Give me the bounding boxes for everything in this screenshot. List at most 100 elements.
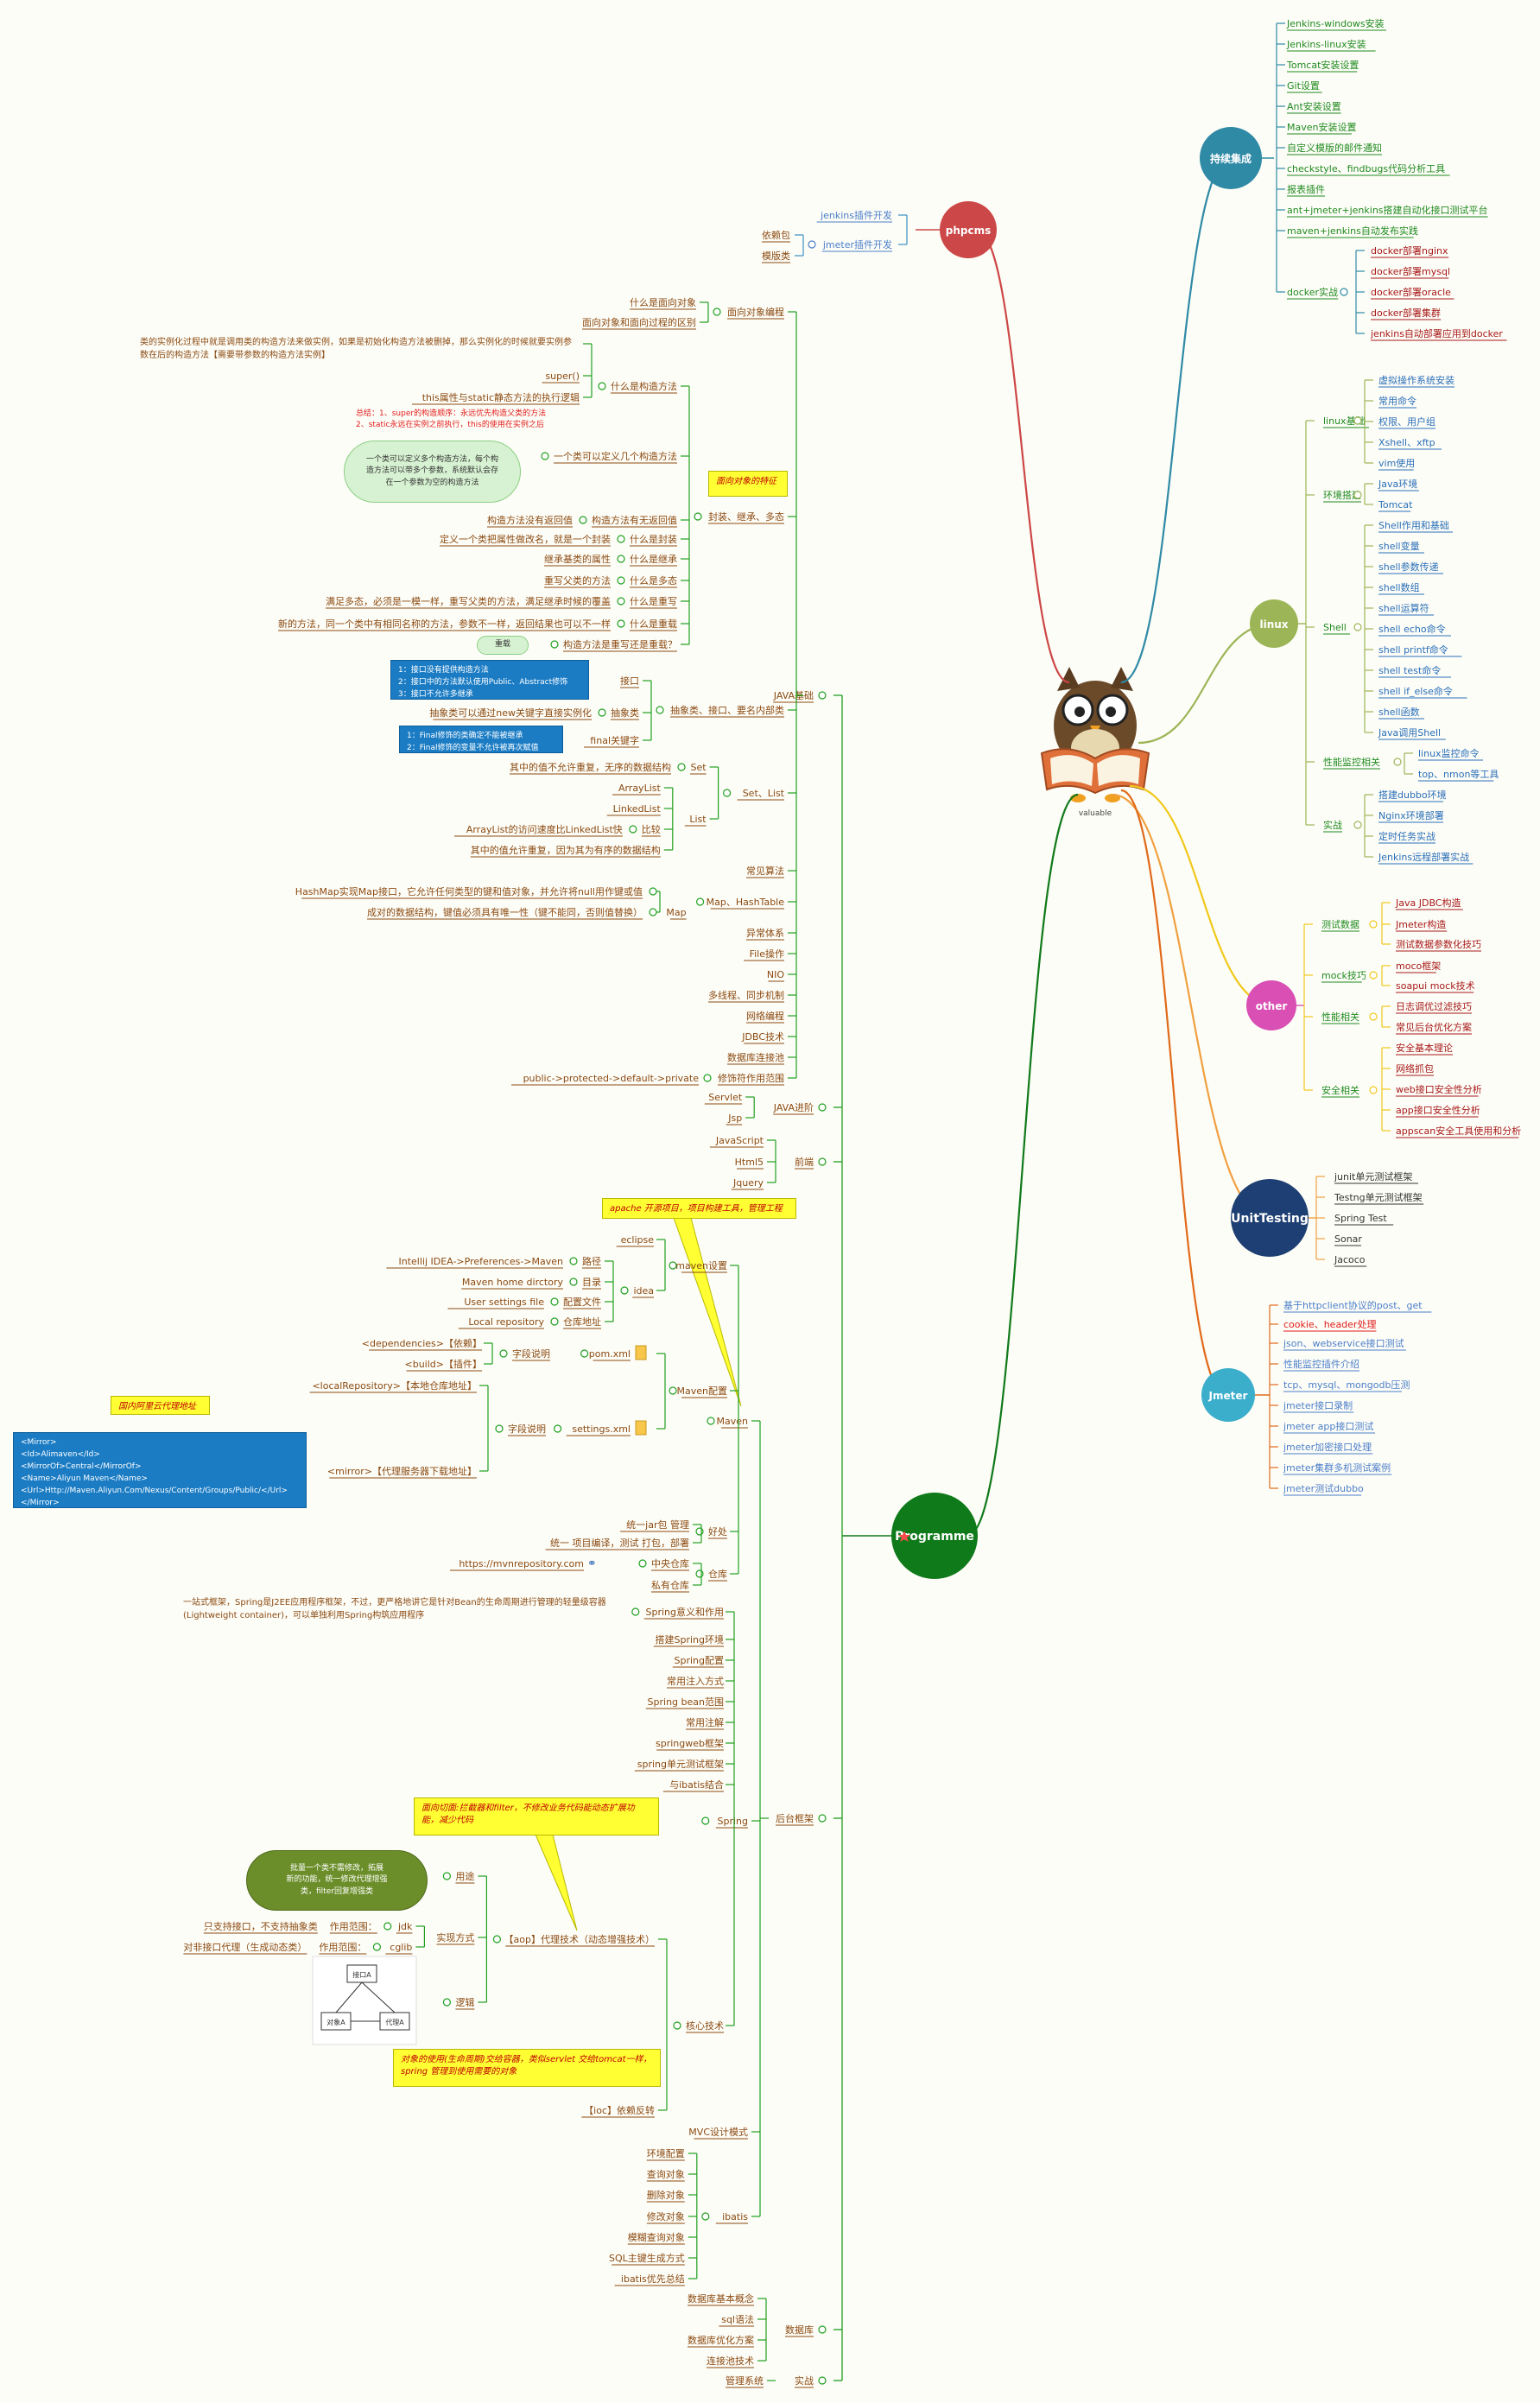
java-item: 常见算法 [746,865,784,877]
hub-ci-label: 持续集成 [1210,152,1252,165]
hub-other[interactable] [1246,980,1296,1030]
collapse-toggle[interactable] [695,897,705,906]
collapse-toggle[interactable] [442,1872,452,1880]
hub-jmeter[interactable] [1201,1368,1255,1422]
linux-item: shell if_else命令 [1378,685,1453,697]
collapse-toggle[interactable] [1393,758,1402,766]
collapse-toggle[interactable] [713,308,721,316]
collapse-toggle[interactable] [1369,1086,1378,1094]
collapse-toggle[interactable] [808,240,816,249]
collapse-toggle[interactable] [617,619,625,628]
collapse-toggle[interactable] [383,1922,392,1931]
maven-repo-item: 中央仓库 [651,1557,689,1569]
collapse-toggle[interactable] [1369,1012,1378,1021]
collapse-toggle[interactable] [1369,920,1378,929]
collapse-toggle[interactable] [818,1814,827,1823]
collapse-toggle[interactable] [707,1417,715,1425]
collapse-toggle[interactable] [550,1317,559,1326]
collapse-toggle[interactable] [372,1943,381,1951]
aop-logic: 逻辑 [455,1996,474,2008]
collapse-toggle[interactable] [598,382,606,390]
collapse-toggle[interactable] [1369,971,1378,980]
callout-aliyun-text: 国内阿里云代理地址 [118,1402,196,1411]
collapse-toggle[interactable] [818,1103,827,1112]
java-item: 网络编程 [746,1010,784,1022]
cloud-overload-answer-text: 重载 [494,640,510,650]
java-item: 面向对象编程 [727,306,784,318]
collapse-toggle[interactable] [620,1286,629,1295]
collapse-toggle[interactable] [695,1527,704,1536]
programme-branch: 后台框架 [776,1812,814,1824]
collapse-toggle[interactable] [569,1257,578,1265]
collapse-toggle[interactable] [694,512,702,521]
collapse-toggle[interactable] [569,1278,578,1286]
collapse-toggle[interactable] [649,908,657,916]
collapse-toggle[interactable] [669,1261,677,1270]
enc-pair-label: 什么是继承 [630,554,677,565]
other-item: Jmeter构造 [1395,918,1446,930]
idea-row-desc: Local repository [468,1316,544,1328]
collapse-toggle[interactable] [818,2376,827,2385]
linux-item: Shell作用和基础 [1378,520,1449,531]
backend-item: MVC设计模式 [688,2127,748,2138]
collapse-toggle[interactable] [617,597,625,606]
other-item: 网络抓包 [1396,1062,1434,1075]
collapse-toggle[interactable] [442,1998,452,2007]
collapse-toggle[interactable] [580,1349,589,1358]
collapse-toggle[interactable] [492,1935,502,1943]
impl-type: jdk [397,1921,413,1932]
collapse-toggle[interactable] [703,1074,712,1082]
collapse-toggle[interactable] [1353,491,1362,499]
collapse-toggle[interactable] [695,1569,704,1578]
collapse-toggle[interactable] [1353,416,1362,425]
collapse-toggle[interactable] [598,708,606,717]
collapse-toggle[interactable] [617,576,625,585]
collapse-toggle[interactable] [629,825,637,834]
maven-group: 好处 [708,1525,727,1538]
collapse-toggle[interactable] [550,1297,559,1306]
phpcms-jmeter-plugin: jmeter插件开发 [822,238,892,250]
collapse-toggle[interactable] [669,1386,677,1395]
linux-item: shell echo命令 [1378,623,1446,635]
docker-item: docker部署集群 [1371,307,1441,319]
collapse-toggle[interactable] [541,452,549,460]
collapse-toggle[interactable] [499,1349,508,1358]
connector-curve [1129,784,1275,1007]
hub-ci[interactable] [1200,127,1262,189]
hub-linux[interactable] [1250,599,1298,648]
hub-programme[interactable] [891,1493,978,1579]
collapse-toggle[interactable] [495,1424,504,1433]
callout-pointer [535,1834,578,1931]
hub-phpcms[interactable] [940,201,997,258]
hub-unittesting[interactable] [1231,1179,1309,1257]
collapse-toggle[interactable] [553,1424,562,1433]
other-item: moco框架 [1396,961,1441,972]
collapse-toggle[interactable] [818,2325,827,2334]
collapse-toggle[interactable] [550,640,559,649]
collapse-toggle[interactable] [617,535,625,543]
front-item: Html5 [735,1157,764,1168]
collapse-toggle[interactable] [818,1157,827,1166]
collapse-toggle[interactable] [1353,623,1362,631]
pom-item: <dependencies>【依赖】 [362,1338,482,1349]
collapse-toggle[interactable] [631,1607,640,1616]
impl-scope: 作用范围： [330,1920,377,1932]
ibatis-item: 修改对象 [647,2210,685,2222]
collapse-toggle[interactable] [818,691,827,700]
collapse-toggle[interactable] [673,2021,681,2030]
collapse-toggle[interactable] [677,763,686,771]
collapse-toggle[interactable] [1353,821,1362,829]
collapse-toggle[interactable] [638,1559,647,1568]
collapse-toggle[interactable] [649,887,657,896]
java-item: Map、HashTable [707,897,785,908]
collapse-toggle[interactable] [1340,288,1348,296]
collapse-toggle[interactable] [701,1817,710,1825]
collapse-toggle[interactable] [701,2212,710,2221]
collapse-toggle[interactable] [722,789,732,797]
collapse-toggle[interactable] [579,516,587,524]
connector-curve [975,228,1070,684]
collapse-toggle[interactable] [656,706,664,714]
enc-pair-desc: 新的方法，同一个类中有相同名称的方法，参数不一样，返回结果也可以不一样 [278,618,611,630]
collapse-toggle[interactable] [617,555,625,563]
